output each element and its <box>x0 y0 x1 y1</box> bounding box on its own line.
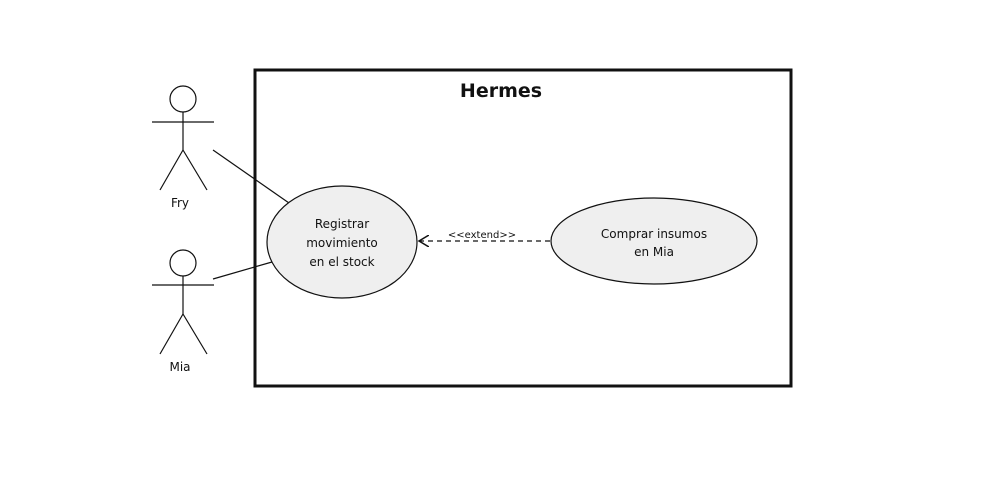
use-case-registrar-shape <box>266 185 418 299</box>
use-case-comprar-line-1: Comprar insumos <box>601 227 707 241</box>
association-mia-registrar <box>212 261 273 280</box>
actor-mia-left-leg <box>159 313 184 355</box>
use-case-registrar-line-1: Registrar <box>315 217 369 231</box>
use-case-comprar-shape <box>550 197 758 285</box>
system-boundary <box>253 68 793 388</box>
use-case-registrar-movimiento[interactable]: Registrar movimiento en el stock <box>266 185 418 299</box>
actor-mia-label: Mia <box>169 360 190 374</box>
actor-mia[interactable]: Mia <box>152 249 214 374</box>
actor-fry-right-leg <box>182 149 208 191</box>
use-case-comprar-insumos[interactable]: Comprar insumos en Mia <box>550 197 758 285</box>
actor-fry-left-leg <box>159 149 184 191</box>
actor-mia-right-leg <box>182 313 208 355</box>
association-fry-registrar <box>212 149 290 204</box>
system-title: Hermes <box>460 80 542 102</box>
actor-fry-head <box>169 85 197 113</box>
actor-fry[interactable]: Fry <box>152 85 214 210</box>
actor-mia-head <box>169 249 197 277</box>
extend-label: <<extend>> <box>448 230 516 241</box>
use-case-registrar-line-3: en el stock <box>309 255 374 269</box>
actor-fry-label: Fry <box>171 196 189 210</box>
use-case-comprar-line-2: en Mia <box>634 245 674 259</box>
use-case-registrar-line-2: movimiento <box>306 236 378 250</box>
